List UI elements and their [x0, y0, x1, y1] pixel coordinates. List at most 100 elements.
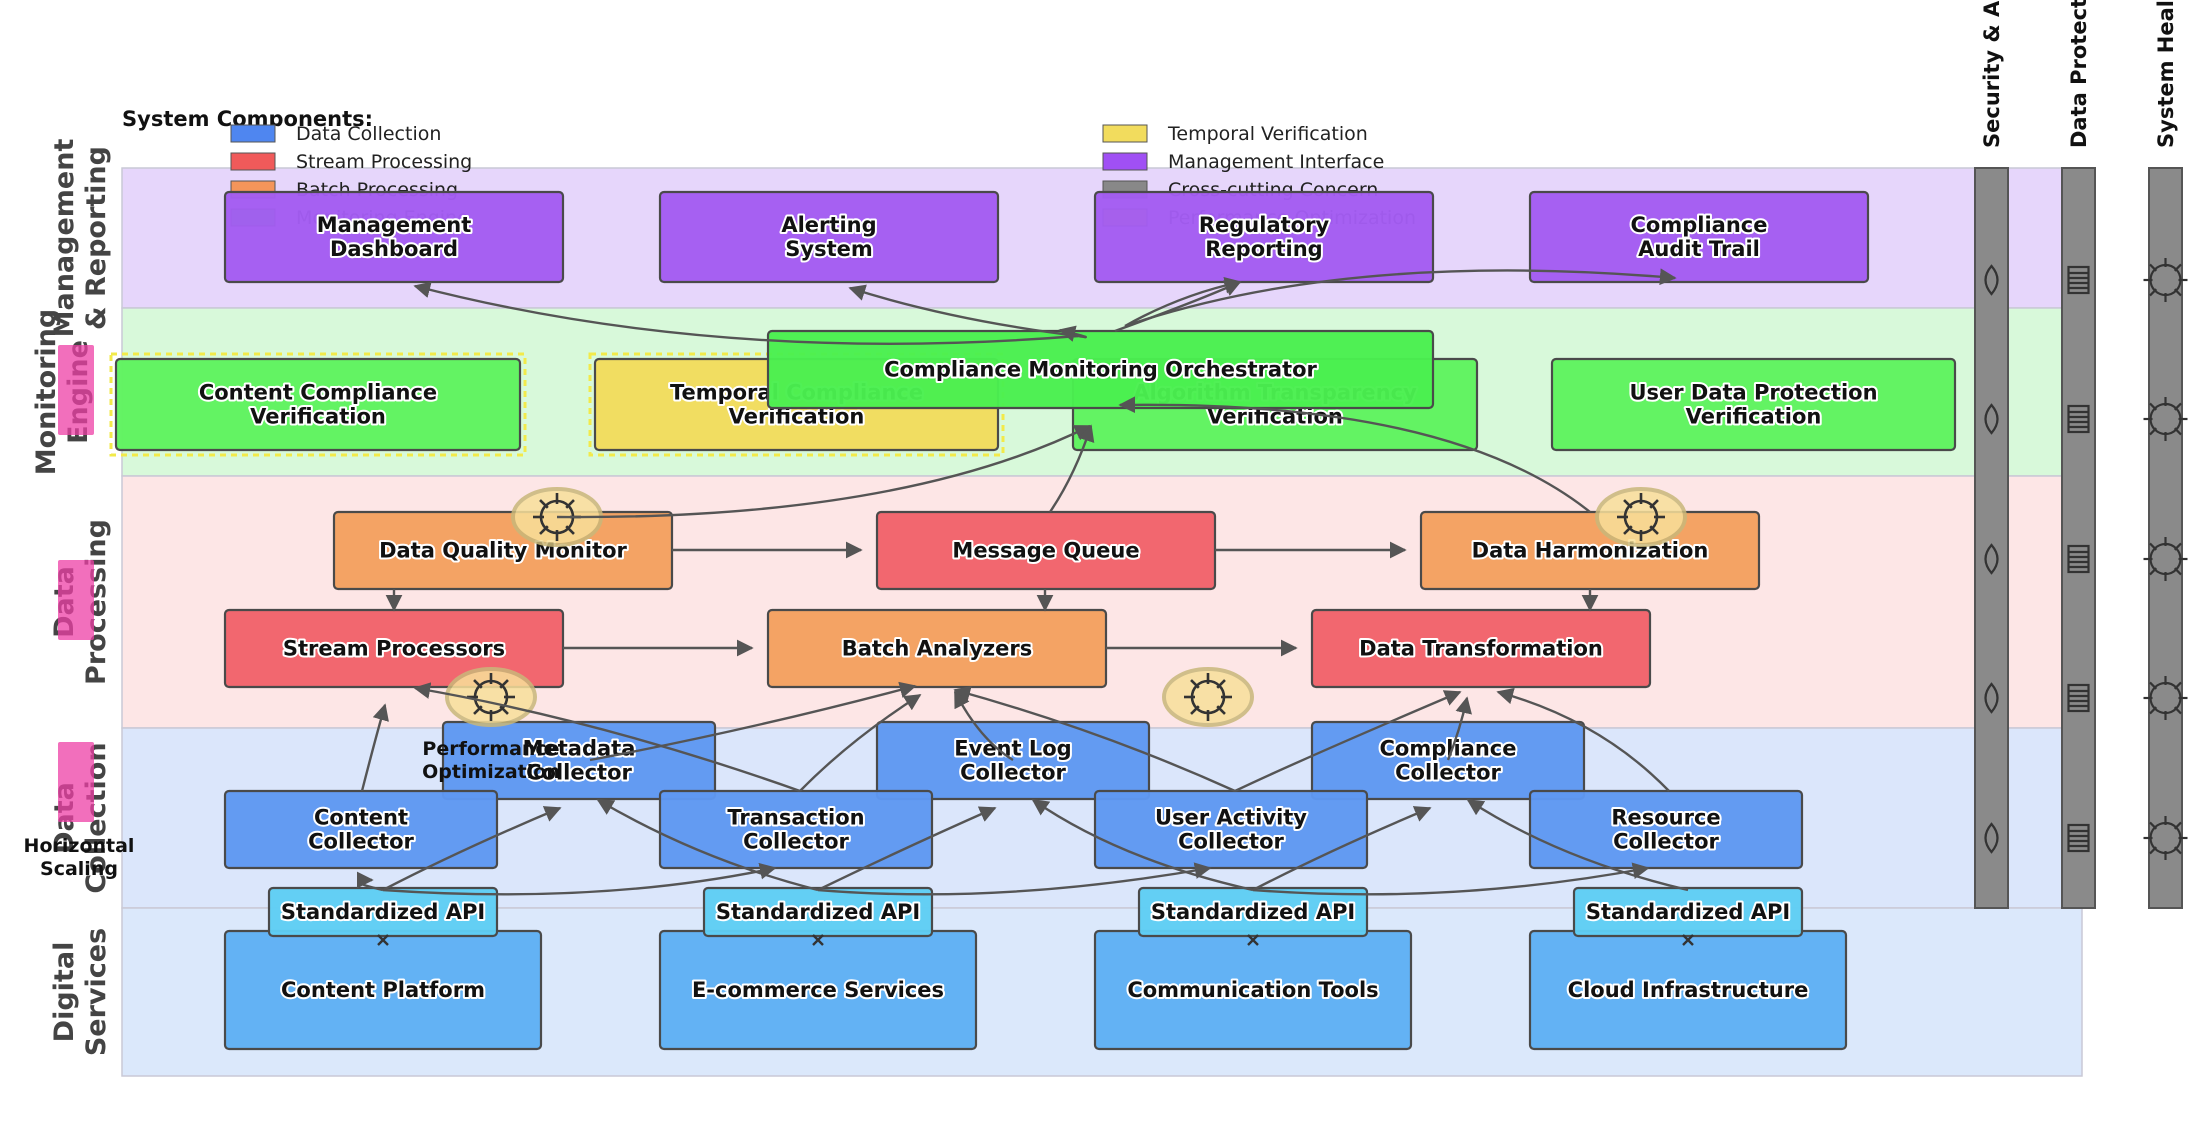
node-box	[766, 329, 1435, 410]
connection-arrow	[953, 690, 1014, 762]
legend-swatch	[230, 124, 276, 143]
node-label: Standardized API	[281, 900, 485, 924]
connection-arrow	[953, 685, 1236, 793]
connection-arrow	[848, 284, 1079, 338]
connection-arrow	[413, 281, 1079, 345]
connection-arrow	[1049, 424, 1095, 513]
cross-cutting-label: System Heal	[2154, 0, 2178, 148]
layer-labels: Management& ReportingMonitoringEngineDat…	[31, 139, 112, 1057]
performance-markers	[445, 487, 1687, 727]
node-box	[1310, 720, 1586, 801]
layer-label-mgmt: Management& Reporting	[49, 139, 112, 338]
cross-cutting-label: Data Protect	[2067, 0, 2091, 148]
node-comm-tools[interactable]: Communication Tools	[1093, 929, 1413, 1051]
node-content-platform[interactable]: Content Platform	[223, 929, 543, 1051]
layer-label-svc: DigitalServices	[49, 928, 112, 1056]
node-box	[658, 789, 934, 870]
document-icon	[2067, 404, 2090, 434]
node-batch[interactable]: Batch Analyzers	[766, 608, 1108, 689]
layer-tag-marker	[58, 560, 94, 640]
connection-arrow	[1234, 690, 1462, 793]
node-label: Data Transformation	[1359, 637, 1603, 661]
node-label: Compliance Monitoring Orchestrator	[884, 358, 1317, 382]
connection-arrow	[1252, 806, 1432, 892]
connection-arrow	[413, 682, 801, 793]
node-api3[interactable]: Standardized API	[1137, 886, 1369, 938]
lock-icon	[1984, 264, 1999, 296]
node-dq-monitor[interactable]: Data Quality Monitor	[332, 510, 674, 591]
node-label: Stream Processors	[283, 637, 505, 661]
document-icon	[2067, 823, 2090, 853]
node-label: Data Harmonization	[1472, 539, 1709, 563]
node-orchestrator[interactable]: Compliance Monitoring Orchestrator	[766, 329, 1435, 410]
connection-arrow	[382, 806, 562, 892]
performance-gear-icon	[445, 667, 537, 727]
node-api4[interactable]: Standardized API	[1572, 886, 1804, 938]
node-mq[interactable]: Message Queue	[875, 510, 1217, 591]
node-transform[interactable]: Data Transformation	[1310, 608, 1652, 689]
node-box	[1572, 886, 1804, 938]
legend-swatch	[230, 152, 276, 171]
performance-gear-icon	[1595, 487, 1687, 547]
node-ecommerce[interactable]: E-commerce Services	[658, 929, 978, 1051]
connection-arrow	[360, 703, 389, 792]
document-icon	[2067, 683, 2090, 713]
performance-gear-icon	[1162, 667, 1254, 727]
node-label: Batch Analyzers	[842, 637, 1033, 661]
gear-icon	[2143, 676, 2188, 720]
node-box	[223, 190, 565, 284]
node-box	[875, 720, 1151, 801]
lock-icon	[1984, 682, 1999, 714]
node-api2[interactable]: Standardized API	[702, 886, 934, 938]
legend-label: Temporal Verification	[1167, 123, 1368, 145]
node-box	[1137, 886, 1369, 938]
connection-arrow	[1446, 696, 1472, 761]
node-cloud[interactable]: Cloud Infrastructure	[1528, 929, 1848, 1051]
cross-cutting-label: Security & A	[1980, 0, 2004, 148]
node-label: Cloud Infrastructure	[1568, 978, 1809, 1002]
legend-label: Data Collection	[296, 123, 441, 145]
joint-marker	[1247, 934, 1259, 946]
node-stream-proc[interactable]: Stream Processors	[223, 608, 565, 689]
connection-arrow	[1252, 862, 1650, 896]
node-api1[interactable]: Standardized API	[267, 886, 499, 938]
temporal-highlight	[109, 352, 527, 457]
legend-label: Stream Processing	[296, 151, 472, 173]
node-label: Message Queue	[952, 539, 1139, 563]
gear-icon	[2143, 816, 2188, 860]
node-box	[223, 789, 499, 870]
cross-cutting-concerns: Security & A Data Protect System Heal	[1974, 0, 2188, 909]
legend-swatch	[1102, 152, 1148, 171]
joint-marker	[377, 934, 389, 946]
node-box	[267, 886, 499, 938]
node-box	[702, 886, 934, 938]
connection-arrow	[356, 871, 384, 892]
node-harmonization[interactable]: Data Harmonization	[1419, 510, 1761, 591]
joint-marker	[1682, 934, 1694, 946]
connection-arrow	[799, 693, 922, 792]
node-box	[1528, 789, 1804, 870]
layer-tag-marker	[58, 742, 94, 822]
node-label: Content Platform	[281, 978, 485, 1002]
node-label: Standardized API	[1586, 900, 1790, 924]
